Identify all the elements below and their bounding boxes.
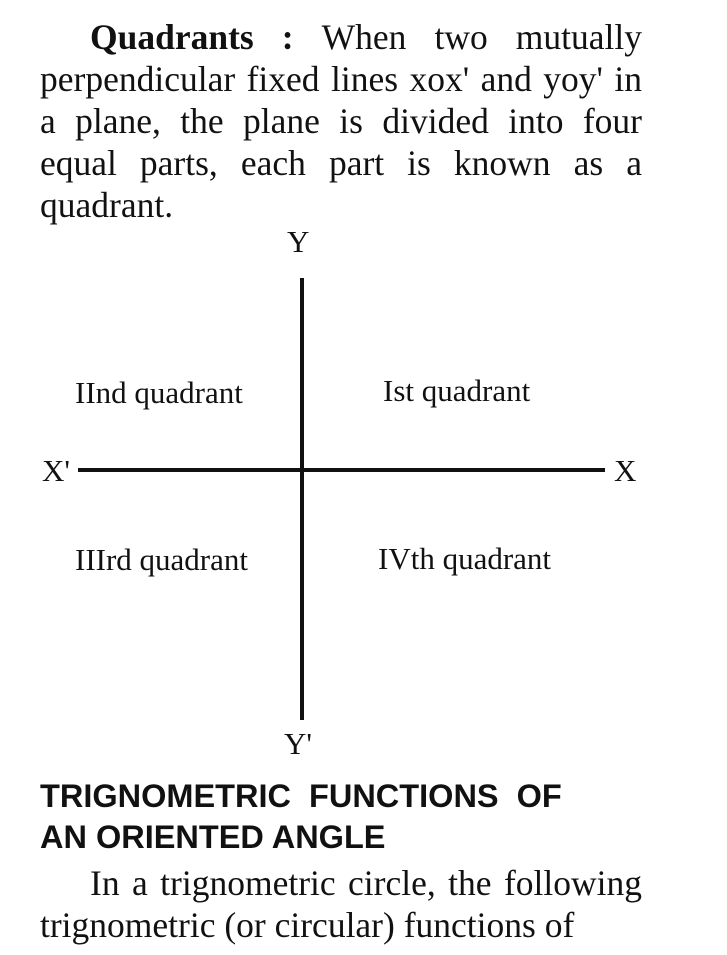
x-prime-label: X' [42,453,70,488]
quadrant-2-label: IInd quadrant [75,375,243,410]
trig-paragraph: In a trignometric circle, the following … [40,862,642,946]
y-prime-label: Y' [284,726,312,761]
x-axis-line [78,468,605,472]
heading-line-1: TRIGNOMETRIC FUNCTIONS OF [40,778,562,814]
y-axis-line [300,278,304,720]
quadrants-paragraph: Quadrants : When two mutually perpendicu… [40,16,642,226]
quadrant-4-label: IVth quadrant [378,541,552,576]
x-axis-label: X [614,453,637,488]
quadrants-definition: When two mutually perpendicular fixed li… [40,17,642,225]
quadrant-1-label: Ist quadrant [383,373,531,408]
quadrant-3-label: IIIrd quadrant [75,542,248,577]
trig-paragraph-text: In a trignometric circle, the following … [40,863,642,945]
y-axis-label: Y [287,224,310,259]
section-heading: TRIGNOMETRIC FUNCTIONS OF AN ORIENTED AN… [40,776,642,858]
heading-line-2: AN ORIENTED ANGLE [40,819,386,855]
term-separator: : [253,17,322,57]
quadrants-term: Quadrants [90,17,254,57]
